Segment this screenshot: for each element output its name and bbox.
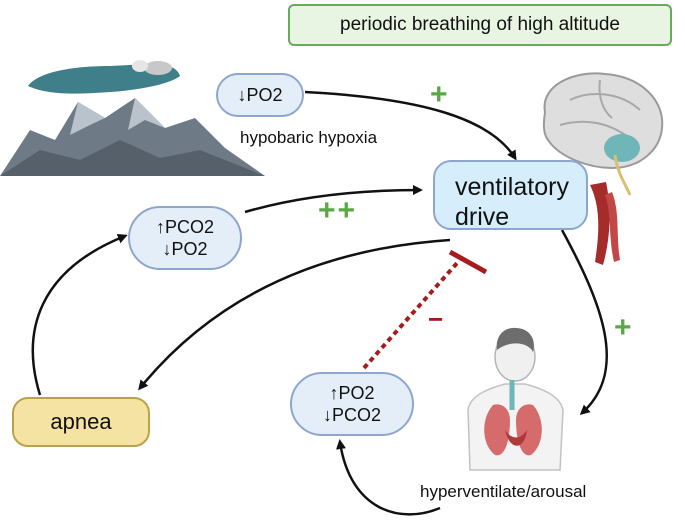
hypoxia-bubble-line1: ↓PO2 [237, 85, 283, 105]
plus-sign-hypoxia: + [430, 78, 448, 111]
hyperventilate-label: hyperventilate/arousal [420, 482, 587, 501]
pco2-bubble-line1: ↑PCO2 [155, 217, 215, 237]
human-torso-lungs-icon [467, 327, 564, 471]
arrow-apnea-to-pco2 [31, 233, 128, 396]
brain-icon [542, 72, 664, 265]
plus-sign-pco2: ++ [318, 194, 358, 227]
pco2-bubble: ↑PCO2 ↓PO2 [128, 206, 242, 270]
hypoxia-label: hypobaric hypoxia [240, 128, 378, 147]
ventilatory-drive-line2: drive [455, 203, 510, 231]
po2-bubble-line1: ↑PO2 [329, 383, 375, 403]
arrow-drive-to-hyperventilate [560, 229, 608, 416]
arrow-pco2-to-drive [244, 185, 423, 214]
inhibitory-bar [448, 249, 488, 275]
diagram-title: periodic breathing of high altitude [288, 4, 672, 46]
po2-bubble-line2: ↓PCO2 [322, 405, 382, 425]
arrow-hyperventilate-to-po2 [336, 439, 441, 516]
pco2-bubble-line2: ↓PO2 [162, 239, 208, 259]
mountain-icon [0, 98, 265, 176]
arrow-drive-to-apnea [138, 238, 451, 391]
hypoxia-bubble: ↓PO2 [216, 73, 304, 117]
ventilatory-drive-line1: ventilatory [455, 173, 569, 201]
po2-bubble: ↑PO2 ↓PCO2 [290, 372, 414, 436]
sleeping-person-icon [28, 60, 180, 94]
apnea-box: apnea [12, 397, 150, 447]
plus-sign-drive: + [614, 311, 632, 344]
minus-sign-inhibit: − [428, 304, 444, 334]
inhibitory-line [362, 260, 460, 370]
ventilatory-drive-box: ventilatory drive [433, 160, 588, 231]
arrow-hypoxia-to-drive [304, 90, 517, 161]
